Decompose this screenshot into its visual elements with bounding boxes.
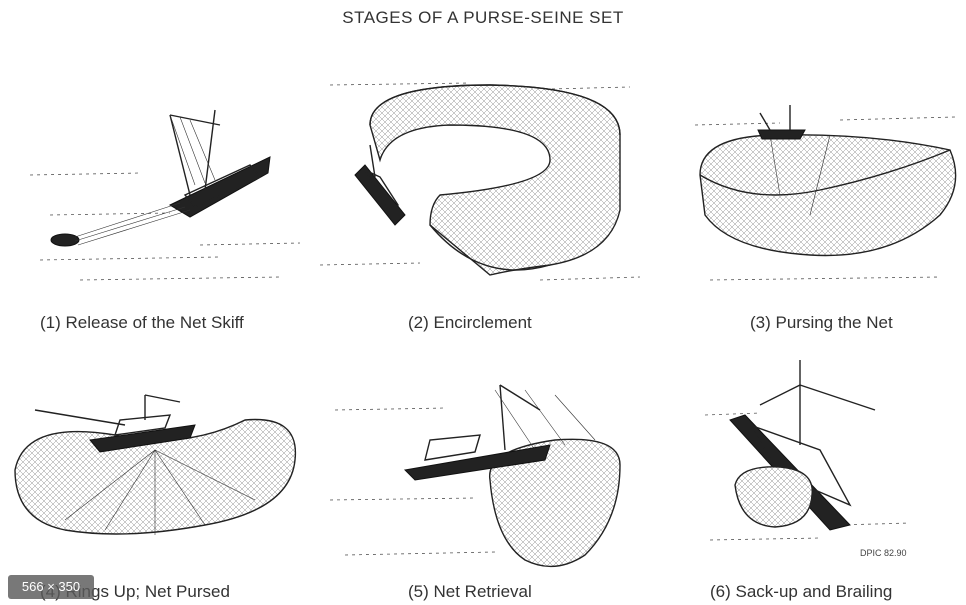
stage-1-caption: (1) Release of the Net Skiff (40, 313, 244, 333)
stage-3-caption: (3) Pursing the Net (750, 313, 893, 333)
seiner-boat (170, 110, 270, 217)
seiner-boat (758, 105, 805, 139)
sacked-net (735, 467, 812, 527)
stage-6-caption: (6) Sack-up and Brailing (710, 582, 892, 602)
stage-5-caption: (5) Net Retrieval (408, 582, 532, 602)
diagram-title: STAGES OF A PURSE-SEINE SET (0, 8, 966, 28)
stage-2-caption: (2) Encirclement (408, 313, 532, 333)
stage-1-illustration (20, 95, 320, 310)
encircling-net (370, 85, 620, 275)
figure-credit: DPIC 82.90 (860, 548, 907, 558)
stage-6-illustration (700, 355, 966, 570)
net-skiff (51, 203, 190, 246)
water-surface (330, 408, 495, 555)
stage-5-illustration (325, 380, 625, 595)
image-size-badge: 566 × 350 (8, 575, 94, 599)
water-surface (30, 173, 300, 280)
stage-2-illustration (310, 65, 610, 280)
pursed-net (700, 135, 956, 256)
stage-4-illustration (5, 390, 305, 605)
stage-3-illustration (690, 95, 966, 310)
retrieval-net (490, 390, 620, 566)
